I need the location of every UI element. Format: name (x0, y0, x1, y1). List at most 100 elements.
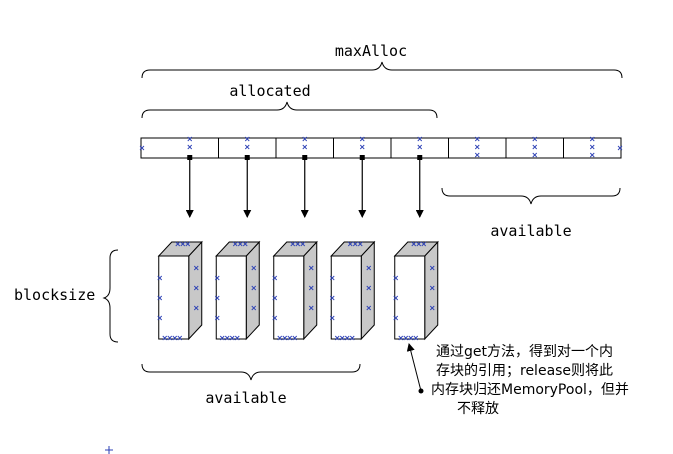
slot-marker (302, 136, 308, 142)
memory-block (393, 240, 439, 341)
slot-marker (532, 136, 538, 142)
available-array-label: available (490, 222, 571, 240)
memory-block (272, 240, 318, 341)
block-marker (393, 275, 399, 281)
block-marker (185, 241, 191, 247)
block-marker (219, 335, 225, 341)
block-marker (251, 265, 257, 271)
note-line-1: 通过get方法，得到对一个内 (436, 343, 613, 360)
available-blocks-brace (141, 363, 361, 381)
note-line-4: 不释放 (457, 401, 499, 417)
block-marker (398, 335, 404, 341)
memory-block (214, 240, 261, 341)
available-blocks-label: available (205, 389, 286, 407)
block-marker (393, 315, 399, 321)
block-marker (308, 305, 314, 311)
memory-block-front (394, 255, 426, 340)
block-marker (403, 335, 409, 341)
block-marker (272, 275, 278, 281)
block-marker (339, 335, 345, 341)
block-marker (416, 241, 422, 247)
block-marker (229, 335, 235, 341)
reference-dot (187, 155, 193, 160)
blocksize-label: blocksize (14, 286, 95, 304)
block-marker (242, 241, 248, 247)
slot-marker (474, 136, 480, 142)
slot-marker (359, 144, 365, 150)
block-marker (347, 241, 353, 247)
block-marker (282, 335, 288, 341)
block-marker (214, 275, 220, 281)
slot-marker (532, 144, 538, 150)
array-end-marker (139, 145, 145, 151)
block-marker (251, 285, 257, 291)
block-marker (295, 241, 301, 247)
block-marker (344, 335, 350, 341)
block-marker (408, 335, 414, 341)
block-marker (308, 265, 314, 271)
reference-dot (302, 155, 308, 160)
slot-marker (359, 136, 365, 142)
block-marker (157, 275, 163, 281)
memory-block-front (330, 255, 362, 340)
block-marker (157, 315, 163, 321)
note-line-3: 内存块归还MemoryPool，但并 (431, 381, 629, 398)
block-marker (172, 335, 178, 341)
memory-block-side (245, 240, 260, 341)
memory-block-side (424, 240, 439, 341)
block-marker (157, 295, 163, 301)
block-marker (292, 335, 298, 341)
block-marker (277, 335, 283, 341)
max-alloc-label: maxAlloc (335, 42, 407, 60)
callout-arrow (406, 343, 422, 392)
block-marker (429, 265, 435, 271)
block-marker (162, 335, 168, 341)
slot-marker (589, 136, 595, 142)
block-marker (421, 241, 427, 247)
block-marker (329, 295, 335, 301)
memory-block-side (303, 240, 318, 341)
block-marker (366, 305, 372, 311)
block-marker (272, 315, 278, 321)
memory-block (157, 240, 203, 341)
block-marker (357, 241, 363, 247)
block-marker (352, 241, 358, 247)
slot-marker (474, 144, 480, 150)
block-marker (300, 241, 306, 247)
memory-block-front (215, 255, 247, 340)
block-marker (237, 241, 243, 247)
block-marker (214, 295, 220, 301)
block-marker (290, 241, 296, 247)
block-marker (234, 335, 240, 341)
block-marker (366, 265, 372, 271)
block-marker (329, 315, 335, 321)
block-marker (287, 335, 293, 341)
block-marker (193, 305, 199, 311)
slot-marker (187, 144, 193, 150)
block-marker (251, 305, 257, 311)
memory-block-side (188, 240, 203, 341)
block-marker (413, 335, 419, 341)
allocated-brace (141, 101, 438, 119)
slot-marker (244, 144, 250, 150)
callout-dot (418, 388, 424, 394)
memory-blocks (157, 240, 439, 341)
slot-marker (417, 144, 423, 150)
memory-block-side (360, 240, 375, 341)
allocated-label: allocated (229, 82, 310, 100)
memory-block (329, 240, 376, 341)
block-marker (193, 285, 199, 291)
stray-crosshair-marker (105, 446, 113, 454)
slot-marker (589, 152, 595, 158)
block-marker (329, 275, 335, 281)
slot-marker (187, 136, 193, 142)
block-marker (308, 285, 314, 291)
blocksize-brace (102, 249, 119, 343)
block-marker (167, 335, 173, 341)
reference-dot (417, 155, 423, 160)
block-marker (175, 241, 181, 247)
slot-marker (302, 144, 308, 150)
block-marker (224, 335, 230, 341)
